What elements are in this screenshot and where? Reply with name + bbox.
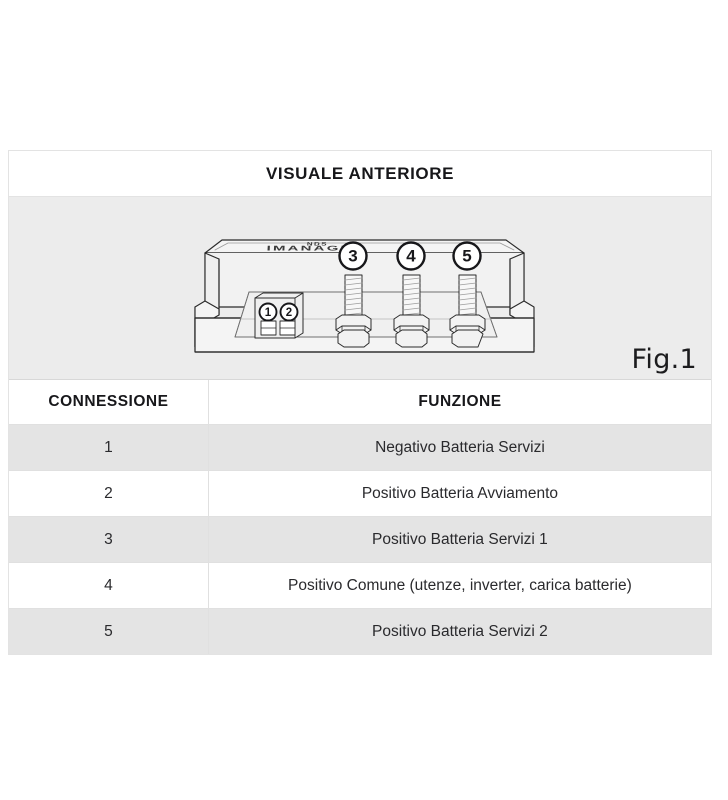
logo-nds-text: NDS xyxy=(307,242,328,247)
table-row: 4 Positivo Comune (utenze, inverter, car… xyxy=(9,562,711,609)
svg-text:3: 3 xyxy=(348,247,357,266)
callout-4: 4 xyxy=(396,241,426,271)
callout-1: 1 xyxy=(258,302,278,322)
cell-function: Negativo Batteria Servizi xyxy=(208,424,711,471)
table-head: CONNESSIONE FUNZIONE xyxy=(9,380,711,425)
table-row: 2 Positivo Batteria Avviamento xyxy=(9,470,711,517)
cell-connection: 1 xyxy=(9,424,209,471)
cell-function: Positivo Batteria Avviamento xyxy=(208,470,711,517)
cell-connection: 3 xyxy=(9,516,209,563)
cell-function: Positivo Batteria Servizi 2 xyxy=(208,608,711,654)
cell-connection: 4 xyxy=(9,562,209,609)
page-title: VISUALE ANTERIORE xyxy=(265,163,455,183)
connection-function-table: CONNESSIONE FUNZIONE 1 Negativo Batteria… xyxy=(9,380,711,654)
callout-2: 2 xyxy=(279,302,299,322)
figure-table-card: VISUALE ANTERIORE xyxy=(8,150,712,655)
table-row: 5 Positivo Batteria Servizi 2 xyxy=(9,608,711,654)
device-line-drawing-svg: NDS IMANAGER 1 2 3 xyxy=(194,239,535,353)
logo-imanager-text: IMANAGER xyxy=(266,245,366,253)
table-row: 3 Positivo Batteria Servizi 1 xyxy=(9,516,711,563)
bolt-3 xyxy=(335,274,372,348)
svg-text:1: 1 xyxy=(265,307,272,319)
table-body: 1 Negativo Batteria Servizi 2 Positivo B… xyxy=(9,424,711,654)
cell-function: Positivo Comune (utenze, inverter, caric… xyxy=(208,562,711,609)
panel-title-row: VISUALE ANTERIORE xyxy=(9,151,711,197)
bolt-4 xyxy=(393,274,430,348)
device-brand-logo: NDS IMANAGER xyxy=(266,242,366,253)
svg-text:2: 2 xyxy=(286,307,292,319)
figure-panel: NDS IMANAGER 1 2 3 xyxy=(9,197,711,380)
column-header-connessione: CONNESSIONE xyxy=(9,380,209,425)
svg-text:4: 4 xyxy=(406,247,416,266)
callout-3: 3 xyxy=(338,241,368,271)
device-illustration: NDS IMANAGER 1 2 3 xyxy=(9,197,711,379)
column-header-funzione: FUNZIONE xyxy=(208,380,711,425)
svg-text:5: 5 xyxy=(462,247,471,266)
callout-5: 5 xyxy=(452,241,482,271)
figure-caption: Fig.1 xyxy=(631,344,697,375)
table-header-row: CONNESSIONE FUNZIONE xyxy=(9,380,711,425)
bolt-5 xyxy=(449,274,486,348)
cell-connection: 2 xyxy=(9,470,209,517)
cell-connection: 5 xyxy=(9,608,209,654)
table-row: 1 Negativo Batteria Servizi xyxy=(9,424,711,471)
cell-function: Positivo Batteria Servizi 1 xyxy=(208,516,711,563)
